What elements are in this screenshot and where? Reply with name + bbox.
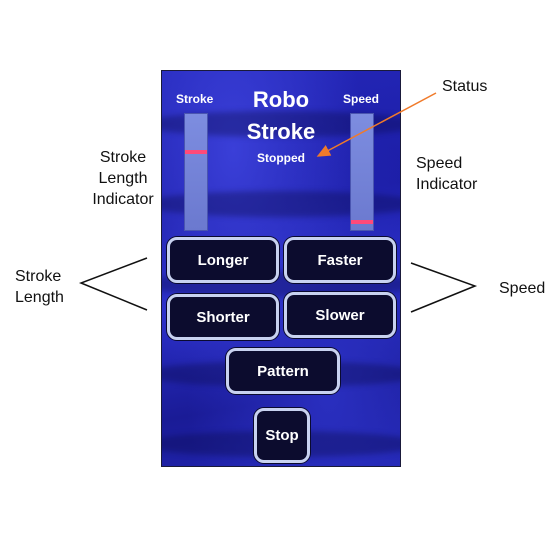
- pattern-button[interactable]: Pattern: [226, 348, 340, 394]
- annotation-line: Stroke: [99, 149, 147, 166]
- longer-button[interactable]: Longer: [167, 237, 279, 283]
- stroke-length-indicator: [184, 113, 208, 231]
- stroke-length-bracket: [78, 257, 148, 311]
- speed-annotation: Speed: [499, 280, 546, 297]
- status-annotation: Status: [442, 78, 488, 95]
- stroke-length-marker: [185, 150, 207, 154]
- app-title-line1: Robo: [252, 87, 310, 112]
- speed-bracket: [410, 262, 478, 313]
- stop-button[interactable]: Stop: [254, 408, 310, 463]
- annotation-line: Indicator: [92, 191, 154, 208]
- stroke-length-indicator-annotation: Stroke Length Indicator: [90, 147, 156, 210]
- stroke-bar-label: Stroke: [176, 92, 214, 106]
- app-title-line2: Stroke: [246, 119, 316, 144]
- annotation-line: Speed: [416, 155, 463, 172]
- faster-button[interactable]: Faster: [284, 237, 396, 283]
- annotation-line: Stroke: [15, 268, 62, 285]
- speed-bar-label: Speed: [343, 92, 380, 106]
- annotation-line: Indicator: [416, 176, 478, 193]
- shorter-button[interactable]: Shorter: [167, 294, 279, 340]
- annotation-line: Length: [15, 289, 64, 306]
- slower-button[interactable]: Slower: [284, 292, 396, 338]
- status-arrow: [316, 92, 437, 157]
- speed-marker: [351, 220, 373, 224]
- stroke-length-annotation: Stroke Length: [15, 266, 64, 308]
- speed-indicator-annotation: Speed Indicator: [416, 153, 477, 195]
- status-text: Stopped: [257, 151, 305, 165]
- annotation-line: Length: [98, 170, 148, 187]
- device-screen: Stroke Speed Robo Stroke Stopped Longer …: [161, 70, 401, 467]
